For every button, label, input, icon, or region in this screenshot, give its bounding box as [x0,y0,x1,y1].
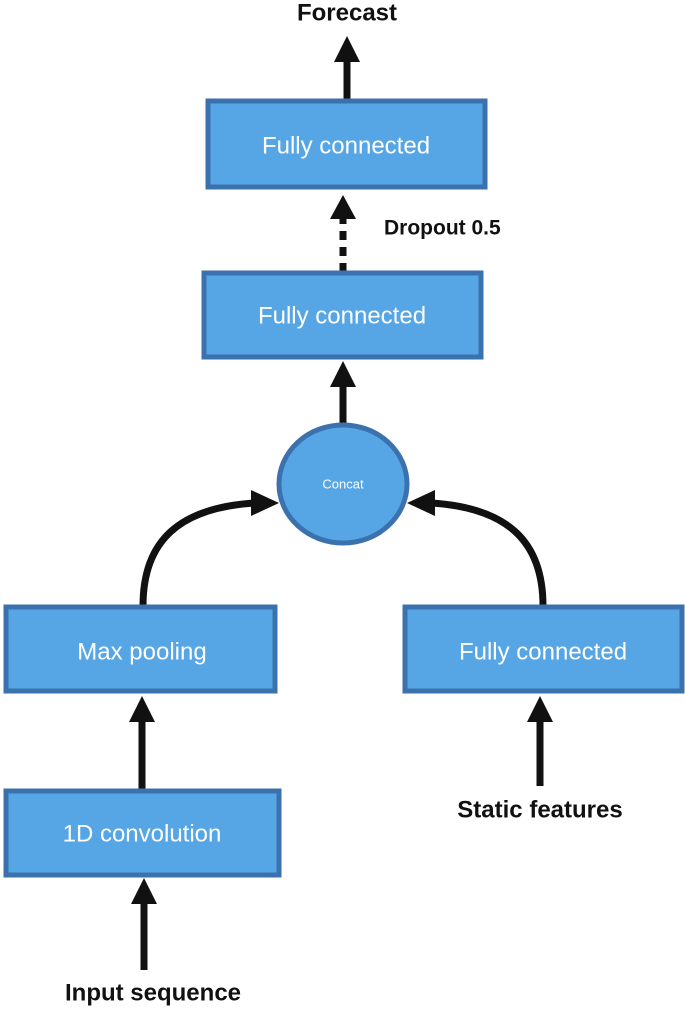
max-pooling-box: Max pooling [3,604,278,694]
dropout-label: Dropout 0.5 [384,217,501,240]
fully-connected-top-label: Fully connected [262,133,430,160]
input-sequence-label: Input sequence [65,980,241,1007]
arrow-conv-to-max-pooling [129,696,155,790]
arrow-static-fc-to-concat [407,490,547,607]
fully-connected-top-box: Fully connected [205,98,488,190]
max-pooling-label: Max pooling [77,639,206,666]
forecast-label: Forecast [297,0,397,27]
arrow-input-to-conv [131,878,157,970]
concat-node: Concat [276,422,410,546]
fully-connected-static-box: Fully connected [402,604,685,694]
arrow-fc-top-to-forecast [334,36,360,100]
arrow-concat-to-fc-middle [330,361,356,426]
arrow-static-features-to-fc [527,696,553,786]
conv1d-box: 1D convolution [3,788,282,878]
arrow-max-pooling-to-concat [139,490,279,607]
fully-connected-middle-label: Fully connected [258,303,426,330]
fully-connected-static-label: Fully connected [459,639,627,666]
conv1d-label: 1D convolution [63,821,222,848]
concat-label: Concat [322,477,364,492]
static-features-label: Static features [457,797,622,824]
fully-connected-middle-box: Fully connected [201,270,484,360]
arrow-dropout [330,195,356,272]
